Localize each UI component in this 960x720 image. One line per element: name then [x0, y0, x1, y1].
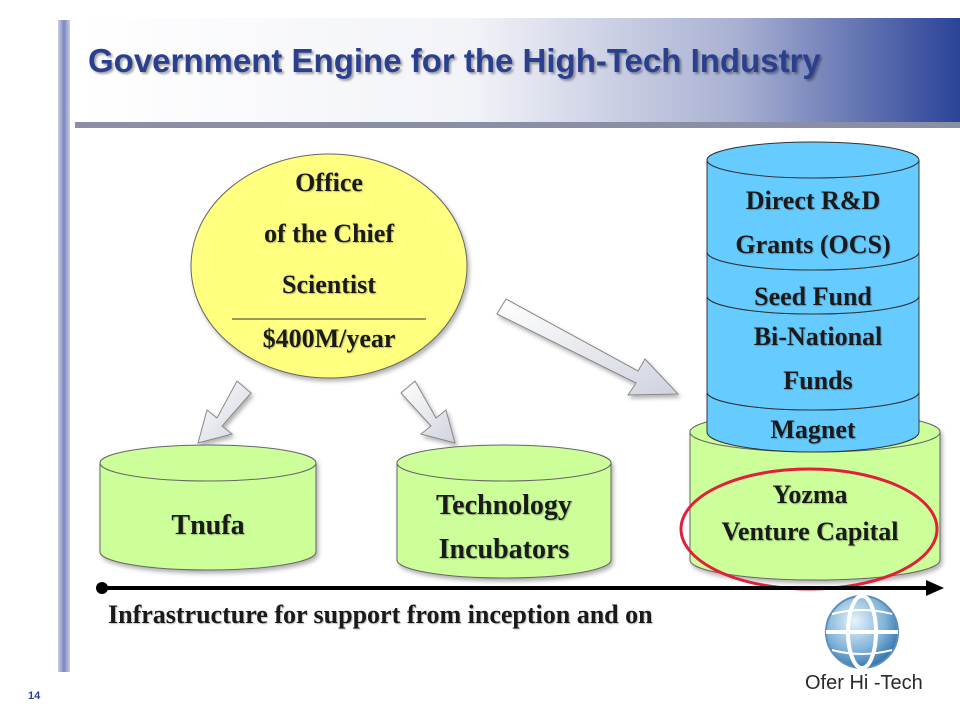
- grants-label-line1: Direct R&D: [745, 186, 881, 215]
- tnufa-cylinder: [99, 444, 317, 571]
- slide-title: Government Engine for the High-Tech Indu…: [88, 42, 821, 79]
- left-accent-bar: [58, 20, 70, 672]
- header-band: [75, 18, 960, 122]
- binational-label-line1: Bi-National: [753, 322, 883, 351]
- incubators-cylinder: [396, 444, 612, 579]
- binational-label-line2: Funds: [783, 366, 853, 395]
- arrow-to-incubators: [400, 380, 456, 444]
- arrow-to-tnufa: [197, 380, 252, 444]
- header-underline: [75, 122, 960, 128]
- ocs-label-line2: of the Chief: [264, 219, 394, 248]
- grants-disc: [706, 141, 920, 271]
- magnet-label: Magnet: [770, 415, 856, 444]
- ocs-label-line3: Scientist: [282, 270, 376, 299]
- timeline-arrow: [96, 580, 944, 596]
- globe-icon: [825, 594, 899, 670]
- grants-label-line2: Grants (OCS): [735, 230, 891, 259]
- logo-text: Ofer Hi -Tech: [805, 672, 923, 694]
- yozma-label-line1: Yozma: [772, 480, 848, 509]
- tnufa-label: Tnufa: [171, 510, 245, 541]
- incubators-label-line1: Technology: [436, 490, 572, 521]
- ocs-ellipse: [190, 153, 468, 379]
- arrow-to-funds: [496, 298, 680, 396]
- yozma-label-line2: Venture Capital: [721, 517, 899, 546]
- seed-fund-label: Seed Fund: [754, 282, 872, 311]
- ocs-label-line1: Office: [295, 168, 363, 197]
- ocs-budget: $400M/year: [262, 324, 396, 353]
- incubators-label-line2: Incubators: [438, 534, 570, 565]
- slide-number: 14: [28, 690, 41, 702]
- timeline-label: Infrastructure for support from inceptio…: [108, 600, 653, 629]
